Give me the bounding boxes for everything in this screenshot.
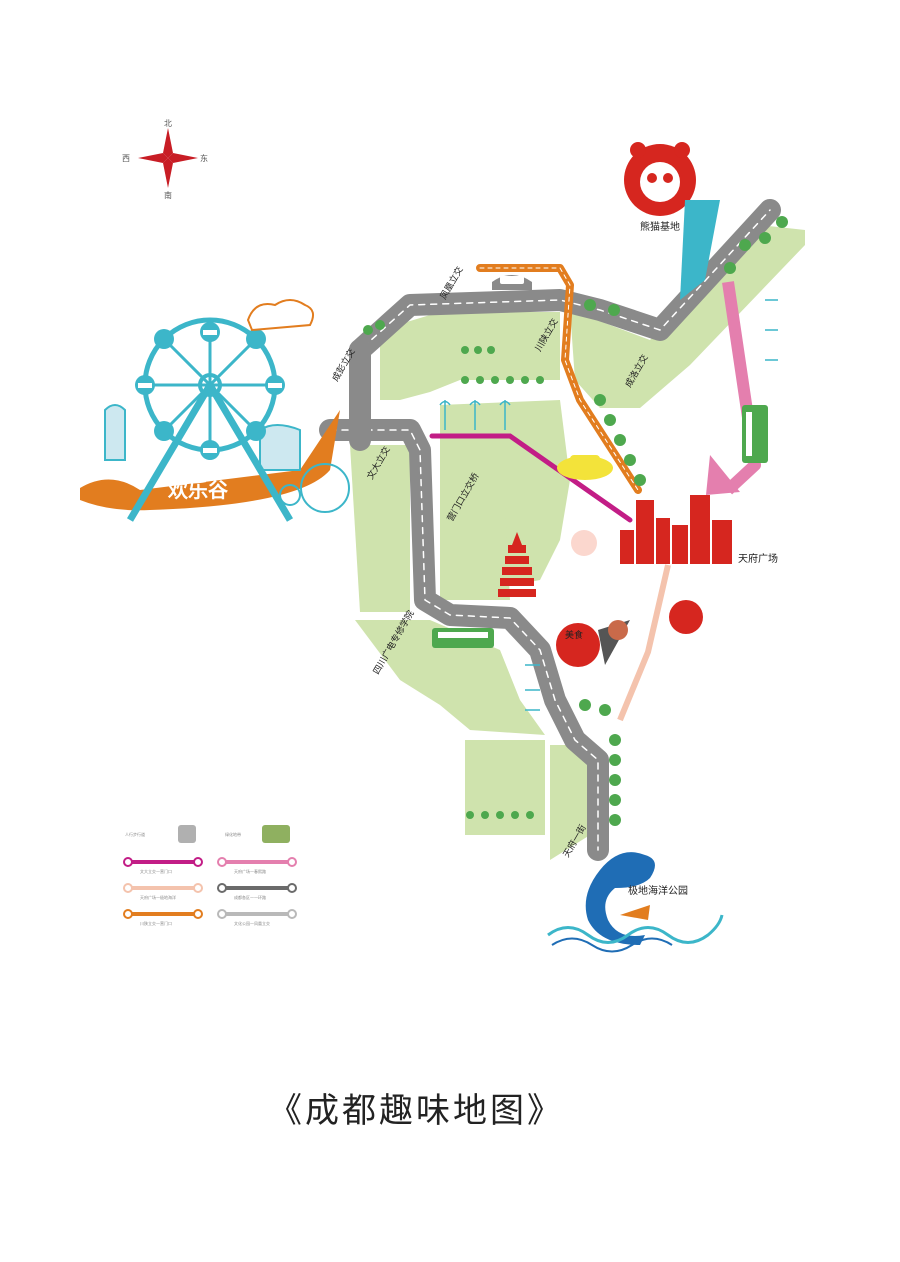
car-icon bbox=[492, 275, 532, 290]
legend-label-5: 成都各区—一环路 bbox=[234, 894, 266, 900]
legend-swatch-green bbox=[262, 825, 290, 843]
street-lamps bbox=[439, 299, 778, 711]
panda-base-label: 熊猫基地 bbox=[640, 220, 680, 233]
compass-south: 南 bbox=[164, 190, 172, 200]
map-legend: 人行步行道 绿化地带 文大立交—营门口 天府广场—春熙路 天府广场—极地海洋 成… bbox=[123, 825, 297, 926]
compass-rose: 北 南 东 西 bbox=[122, 119, 208, 200]
peach-route bbox=[617, 564, 671, 722]
tianfu-square-label: 天府广场 bbox=[738, 552, 778, 565]
pagoda-icon bbox=[498, 532, 536, 597]
legend-label-6: 川陕立交—营门口 bbox=[140, 920, 172, 926]
legend-label-1: 绿化地带 bbox=[225, 831, 241, 837]
legend-label-0: 人行步行道 bbox=[125, 831, 145, 837]
compass-north: 北 bbox=[164, 119, 172, 128]
ferris-wheel-icon bbox=[80, 299, 350, 522]
legend-line-4: 川陕立交—营门口 bbox=[123, 909, 203, 926]
road-network bbox=[319, 199, 781, 861]
legend-label-2: 文大立交—营门口 bbox=[140, 868, 172, 874]
yellow-car-icon bbox=[557, 455, 613, 480]
legend-swatch-walk bbox=[178, 825, 196, 843]
dolphin-icon bbox=[547, 852, 724, 953]
trees bbox=[363, 216, 788, 826]
legend-line-0: 文大立交—营门口 bbox=[123, 857, 203, 874]
orange-route bbox=[476, 264, 642, 494]
legend-line-5: 文化公园—凤凰立交 bbox=[217, 909, 297, 926]
restaurant-icon bbox=[556, 530, 703, 667]
green-areas bbox=[350, 225, 805, 860]
restaurant-label: 美食 bbox=[565, 629, 583, 641]
magenta-route bbox=[429, 433, 633, 523]
legend-line-3: 成都各区—一环路 bbox=[217, 883, 297, 900]
tianfu-buildings-icon bbox=[620, 495, 732, 564]
legend-label-4: 天府广场—极地海洋 bbox=[140, 894, 176, 900]
happy-valley-label: 欢乐谷 bbox=[167, 478, 229, 502]
legend-line-1: 天府广场—春熙路 bbox=[217, 857, 297, 874]
compass-east: 东 bbox=[200, 153, 208, 163]
legend-label-7: 文化公园—凤凰立交 bbox=[234, 920, 270, 926]
legend-label-3: 天府广场—春熙路 bbox=[234, 868, 266, 874]
compass-west: 西 bbox=[122, 154, 130, 163]
map-title: 《成都趣味地图》 bbox=[268, 1091, 564, 1131]
bus-icon bbox=[432, 405, 768, 648]
pink-route bbox=[706, 281, 761, 495]
ocean-park-label: 极地海洋公园 bbox=[628, 884, 688, 897]
panda-icon bbox=[624, 142, 720, 300]
legend-line-2: 天府广场—极地海洋 bbox=[123, 883, 203, 900]
